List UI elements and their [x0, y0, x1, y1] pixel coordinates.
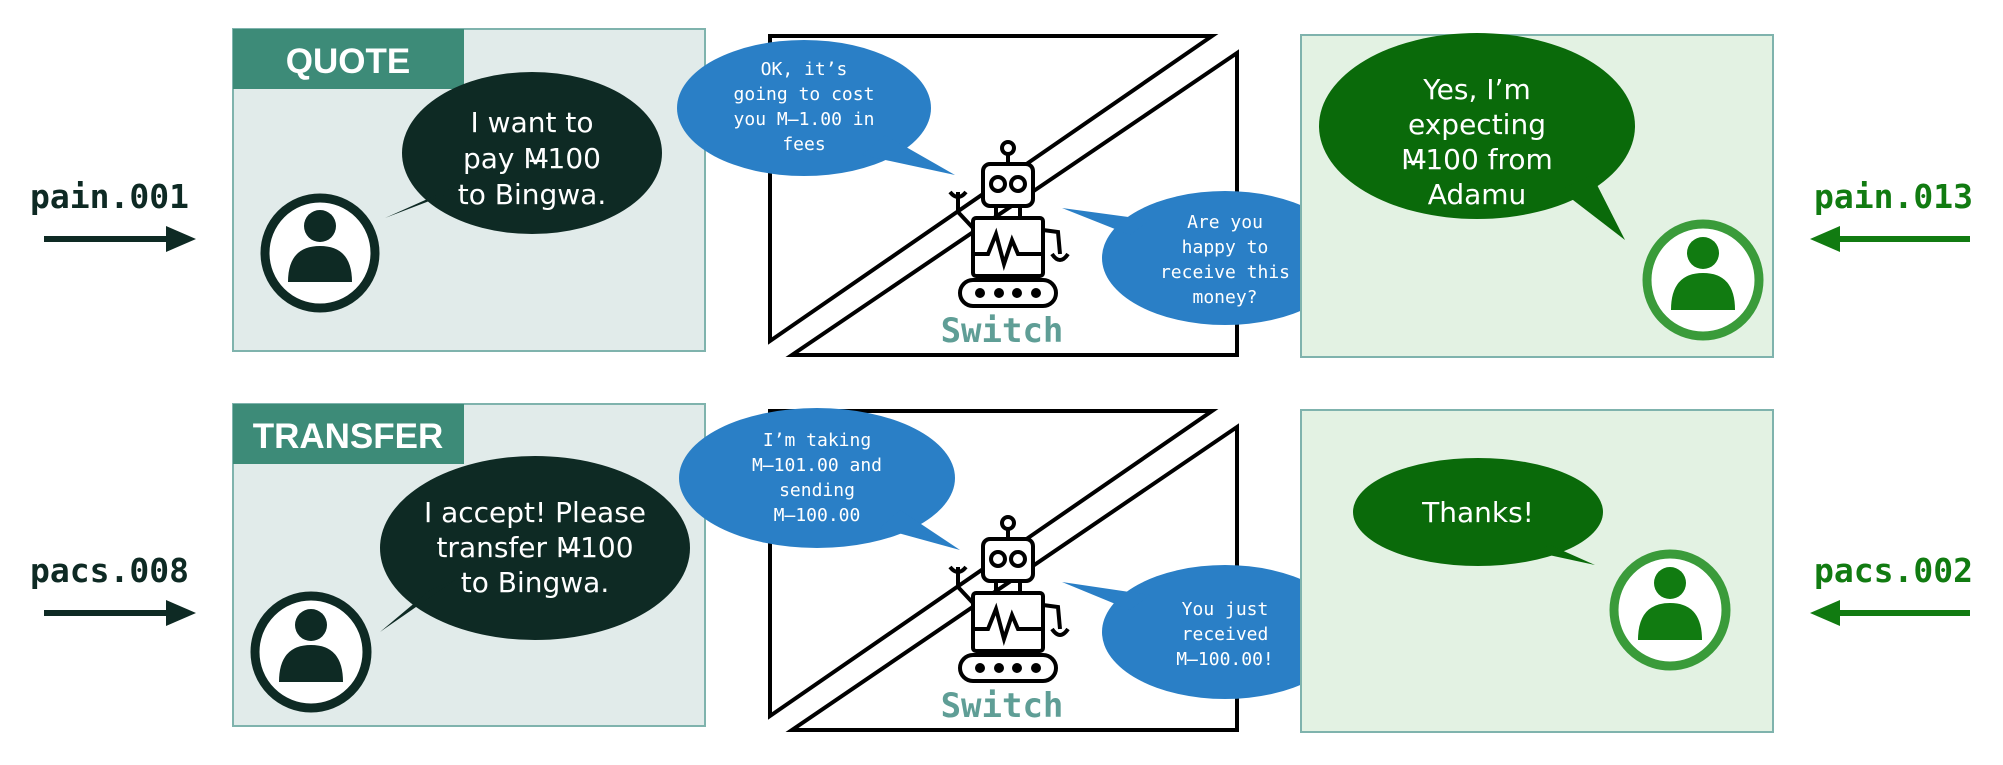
bubble-line: M̶100.00! — [1176, 649, 1274, 670]
payer-arrow — [44, 226, 196, 252]
bubble-line: OK, it’s — [761, 59, 848, 80]
phase-header-label: TRANSFER — [253, 417, 444, 456]
payee-avatar-icon — [1609, 549, 1731, 671]
payer-avatar-icon — [260, 193, 380, 313]
bubble-line: fees — [782, 134, 825, 155]
bubble-line: transfer M̶100 — [436, 531, 633, 564]
switch-label: Switch — [941, 311, 1064, 351]
payer-arrow — [44, 600, 196, 626]
payee-bubble-text: Thanks! — [1421, 496, 1534, 529]
bubble-line: Thanks! — [1421, 496, 1534, 529]
payee-message-label: pacs.002 — [1814, 551, 1973, 590]
bubble-line: M̶100.00 — [774, 505, 861, 526]
payee-arrow — [1810, 226, 1970, 252]
bubble-line: Yes, I’m — [1422, 73, 1530, 106]
bubble-line: I accept! Please — [424, 496, 646, 529]
payer-avatar-icon — [250, 591, 372, 713]
bubble-line: receive this — [1160, 262, 1290, 283]
switch-side-bubble: Are you happy to receive this money? — [1062, 191, 1348, 325]
payer-message-label: pacs.008 — [30, 551, 189, 590]
bubble-line: Are you — [1187, 212, 1263, 233]
bubble-line: Adamu — [1428, 178, 1527, 211]
switch-side-bubble-text: Are you happy to receive this money? — [1160, 212, 1290, 308]
switch-top-bubble-text: OK, it’s going to cost you M̶1.00 in fees — [734, 59, 875, 155]
bubble-line: I want to — [471, 106, 594, 139]
switch-label: Switch — [941, 686, 1064, 726]
bubble-line: received — [1182, 624, 1269, 645]
switch-robot-icon — [948, 515, 1070, 683]
bubble-line: M̶100 from — [1401, 143, 1553, 176]
switch-robot-icon — [948, 140, 1070, 308]
payee-arrow — [1810, 600, 1970, 626]
bubble-line: You just — [1182, 599, 1269, 620]
bubble-line: to Bingwa. — [461, 566, 609, 599]
bubble-line: happy to — [1182, 237, 1269, 258]
bubble-line: sending — [779, 480, 855, 501]
payee-message-label: pain.013 — [1814, 177, 1973, 216]
bubble-line: M̶101.00 and — [752, 455, 882, 476]
bubble-line: expecting — [1408, 108, 1546, 141]
bubble-line: to Bingwa. — [458, 178, 606, 211]
bubble-line: money? — [1192, 287, 1257, 308]
phase-header — [233, 29, 464, 89]
payer-message-label: pain.001 — [30, 177, 189, 216]
bubble-line: you M̶1.00 in — [734, 109, 875, 130]
payee-avatar-icon — [1642, 219, 1764, 341]
bubble-line: pay M̶100 — [463, 142, 601, 175]
bubble-line: going to cost — [734, 84, 875, 105]
phase-header — [233, 404, 464, 464]
payee-speech-bubble: Thanks! — [1353, 458, 1603, 566]
phase-header-label: QUOTE — [286, 42, 410, 81]
bubble-line: I’m taking — [763, 430, 871, 451]
switch-top-bubble: OK, it’s going to cost you M̶1.00 in fees — [677, 40, 955, 176]
